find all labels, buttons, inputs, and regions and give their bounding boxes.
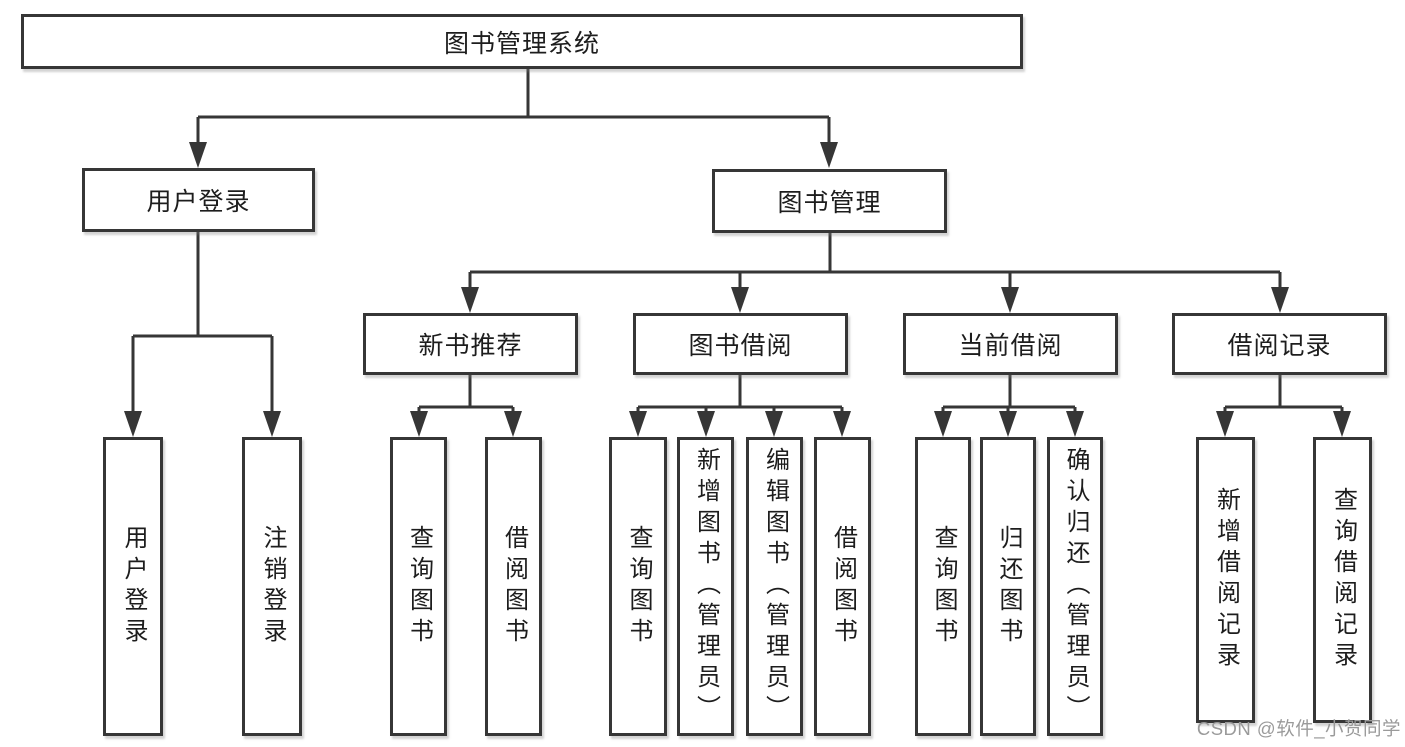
node-current-borrowing: 当前借阅 xyxy=(903,313,1118,375)
leaf-edit-book-admin: 编辑图书（管理员） xyxy=(746,437,803,736)
leaf-add-book-admin: 新增图书（管理员） xyxy=(677,437,734,736)
leaf-query-book-current: 查询图书 xyxy=(915,437,971,736)
leaf-label: 编辑图书（管理员） xyxy=(761,447,789,726)
arrowheads xyxy=(124,142,1351,437)
csdn-watermark: CSDN @软件_小贺同学 xyxy=(1196,718,1401,739)
leaf-label: 用户登录 xyxy=(120,524,147,649)
leaf-label: 新增借阅记录 xyxy=(1212,487,1240,673)
leaf-query-book-recommend: 查询图书 xyxy=(390,437,447,736)
node-borrowing-records: 借阅记录 xyxy=(1172,313,1387,375)
leaf-label: 查询图书 xyxy=(930,524,957,649)
leaf-return-book: 归还图书 xyxy=(980,437,1036,736)
leaf-label: 查询图书 xyxy=(625,524,652,649)
leaf-label: 新增图书（管理员） xyxy=(692,447,720,726)
node-user-login: 用户登录 xyxy=(82,168,315,232)
leaf-borrow-book-recommend: 借阅图书 xyxy=(485,437,542,736)
leaf-confirm-return-admin: 确认归还（管理员） xyxy=(1047,437,1103,736)
leaf-label: 确认归还（管理员） xyxy=(1062,447,1089,726)
leaf-borrow-book: 借阅图书 xyxy=(814,437,871,736)
node-library-system: 图书管理系统 xyxy=(21,14,1023,69)
leaf-user-login: 用户登录 xyxy=(103,437,163,736)
leaf-label: 注销登录 xyxy=(259,524,286,649)
leaf-label: 借阅图书 xyxy=(500,524,528,649)
node-book-borrowing: 图书借阅 xyxy=(633,313,848,375)
leaf-add-borrow-record: 新增借阅记录 xyxy=(1196,437,1255,723)
leaf-logout: 注销登录 xyxy=(242,437,302,736)
node-book-management: 图书管理 xyxy=(712,169,947,233)
leaf-label: 查询图书 xyxy=(405,524,433,649)
leaf-query-borrow-record: 查询借阅记录 xyxy=(1313,437,1372,723)
leaf-label: 归还图书 xyxy=(995,524,1022,649)
leaf-label: 借阅图书 xyxy=(829,524,857,649)
node-new-book-recommendation: 新书推荐 xyxy=(363,313,578,375)
leaf-label: 查询借阅记录 xyxy=(1329,487,1357,673)
leaf-query-book-borrowing: 查询图书 xyxy=(609,437,667,736)
